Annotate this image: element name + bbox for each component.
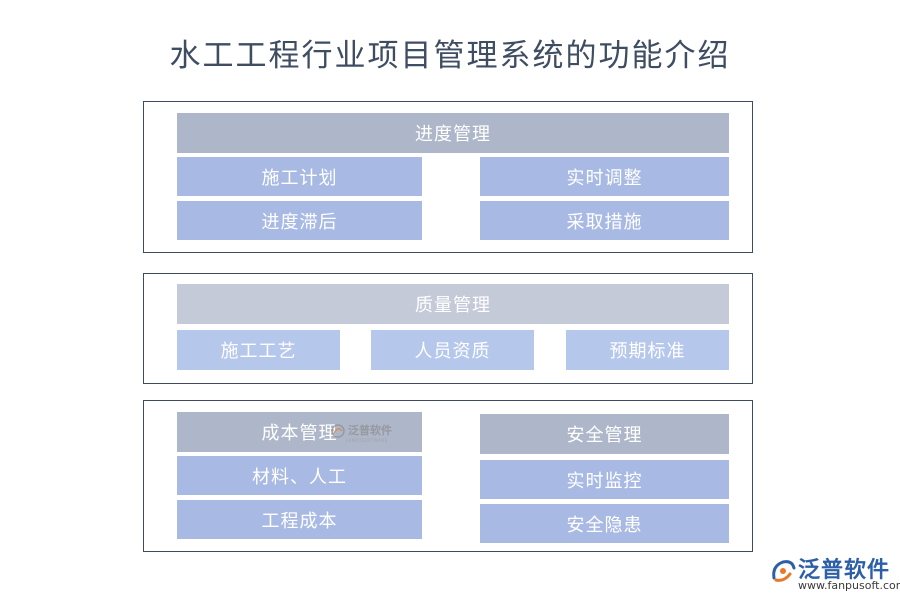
safety-item-hazard: 安全隐患 <box>480 504 729 543</box>
progress-header: 进度管理 <box>177 113 729 153</box>
progress-item-measures: 采取措施 <box>480 201 729 240</box>
quality-item-craft: 施工工艺 <box>177 330 340 370</box>
page-title: 水工工程行业项目管理系统的功能介绍 <box>169 38 731 74</box>
fanpu-logo-icon <box>772 560 796 582</box>
cost-header: 成本管理 <box>177 412 422 452</box>
watermark: 泛普软件 FANPUSOFTWARE <box>330 418 402 444</box>
cost-item-engineering: 工程成本 <box>177 500 422 539</box>
logo-name: 泛普软件 <box>798 558 891 583</box>
watermark-icon <box>331 424 345 438</box>
watermark-name: 泛普软件 <box>348 424 392 437</box>
quality-item-staff: 人员资质 <box>371 330 534 370</box>
safety-header: 安全管理 <box>480 414 729 454</box>
quality-item-standard: 预期标准 <box>566 330 729 370</box>
progress-item-delay: 进度滞后 <box>177 201 422 240</box>
fanpu-logo: 泛普软件 www.fanpusoft.com <box>768 552 900 596</box>
safety-item-monitor: 实时监控 <box>480 460 729 499</box>
logo-url: www.fanpusoft.com <box>798 579 900 592</box>
cost-item-materials: 材料、人工 <box>177 456 422 495</box>
progress-item-adjust: 实时调整 <box>480 157 729 196</box>
watermark-sub: FANPUSOFTWARE <box>346 438 388 443</box>
progress-item-plan: 施工计划 <box>177 157 422 196</box>
quality-header: 质量管理 <box>177 284 729 324</box>
